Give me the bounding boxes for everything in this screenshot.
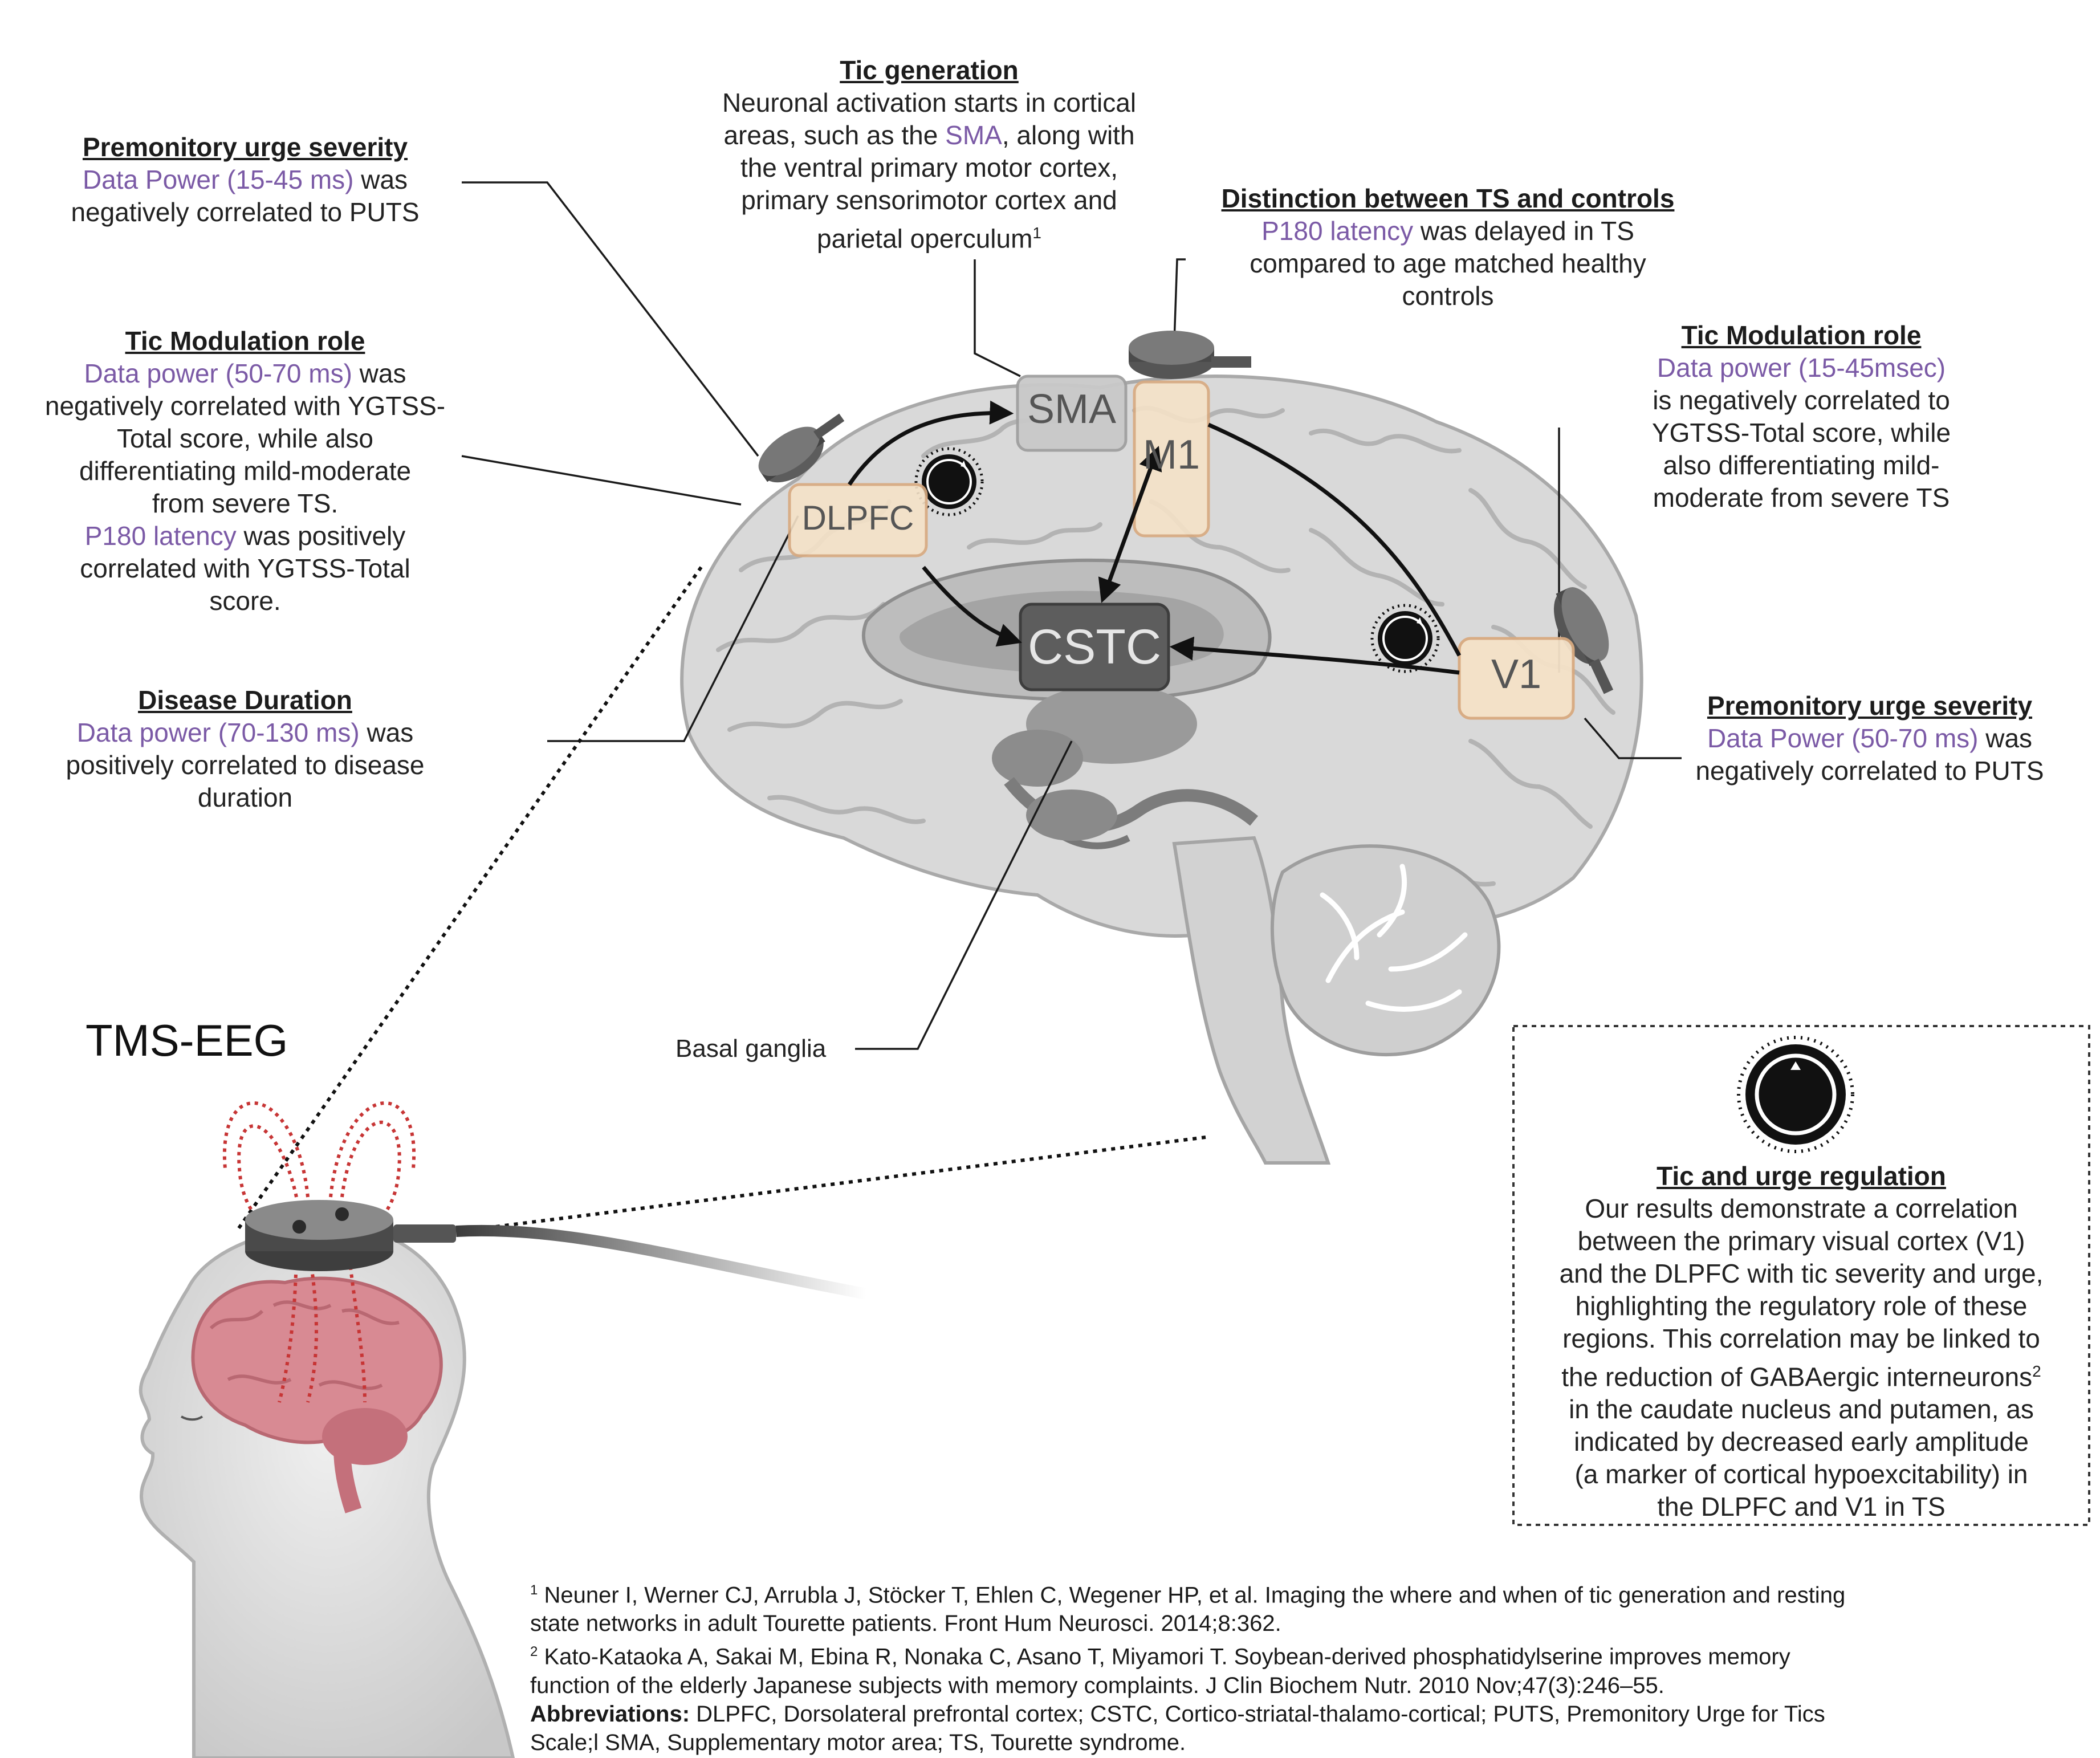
footnote-marker: 2: [530, 1644, 538, 1660]
region-boxes: [788, 375, 1575, 720]
callout-line: Neuronal activation starts in cortical: [722, 88, 1137, 117]
callout-line: and the DLPFC with tic severity and urge…: [1559, 1259, 2044, 1288]
reference-2-cont: function of the elderly Japanese subject…: [530, 1672, 1664, 1698]
abbreviations: Abbreviations: DLPFC, Dorsolateral prefr…: [530, 1700, 2069, 1728]
callout-line: controls: [1402, 281, 1494, 311]
references: 1 Neuner I, Werner CJ, Arrubla J, Stöcke…: [530, 1576, 2069, 1757]
callout-heading: Disease Duration: [138, 685, 352, 715]
callout-highlight: Data Power (50-70 ms): [1707, 723, 1979, 753]
region-label-sma: SMA: [1027, 386, 1117, 432]
callout-line: negatively correlated to PUTS: [1695, 756, 2044, 786]
callout-line: was: [359, 718, 414, 747]
callout-line: the DLPFC and V1 in TS: [1657, 1492, 1946, 1522]
callout-highlight: P180 latency: [84, 521, 237, 551]
callout-line: moderate from severe TS: [1653, 483, 1950, 512]
callout-disease-duration: Disease Duration Data power (70-130 ms) …: [23, 684, 467, 814]
callout-tic-modulation-right: Tic Modulation role Data power (15-45mse…: [1585, 319, 2018, 514]
callout-line: was: [352, 359, 406, 388]
callout-highlight: Data power (50-70 ms): [84, 359, 352, 388]
callout-highlight: Data Power (15-45 ms): [82, 165, 354, 194]
callout-line: negatively correlated with YGTSS-: [44, 391, 446, 421]
callout-line: score.: [209, 586, 281, 616]
callout-distinction: Distinction between TS and controls P180…: [1203, 182, 1693, 312]
callout-heading: Tic and urge regulation: [1657, 1161, 1946, 1191]
callout-highlight: P180 latency: [1261, 216, 1414, 246]
callout-heading: Distinction between TS and controls: [1221, 184, 1675, 213]
callout-heading: Tic Modulation role: [125, 326, 365, 356]
callout-line: positively correlated to disease: [66, 750, 425, 780]
callout-line: highlighting the regulatory role of thes…: [1575, 1291, 2028, 1321]
basal-ganglia-label: Basal ganglia: [675, 1035, 827, 1063]
region-label-cstc: CSTC: [1027, 620, 1162, 674]
abbreviations-text: DLPFC, Dorsolateral prefrontal cortex; C…: [690, 1701, 1825, 1727]
callout-heading: Premonitory urge severity: [1707, 691, 2033, 721]
callout-line: also differentiating mild-: [1663, 450, 1940, 480]
regulation-box-border: [1512, 1025, 2090, 1526]
abbreviations-label: Abbreviations:: [530, 1701, 690, 1727]
callout-line: differentiating mild-moderate: [79, 456, 412, 486]
callout-heading: Tic Modulation role: [1681, 320, 1922, 350]
knob-icon-regulation: [1737, 1036, 1854, 1153]
callout-line: from severe TS.: [152, 489, 339, 518]
callout-highlight: SMA: [945, 120, 1002, 150]
callout-line: was: [1978, 723, 2033, 753]
callout-line: the reduction of GABAergic interneurons: [1561, 1362, 2033, 1392]
region-label-v1: V1: [1491, 652, 1542, 697]
abbreviations-cont: Scale;l SMA, Supplementary motor area; T…: [530, 1729, 1186, 1755]
callout-line: negatively correlated to PUTS: [71, 197, 420, 227]
callout-line: was positively: [236, 521, 406, 551]
callout-highlight: Data power (70-130 ms): [76, 718, 360, 747]
callout-line: YGTSS-Total score, while: [1651, 418, 1951, 447]
callout-line: Total score, while also: [117, 424, 373, 453]
reference-text: Kato-Kataoka A, Sakai M, Ebina R, Nonaka…: [538, 1644, 1790, 1670]
callout-line: in the caudate nucleus and putamen, as: [1569, 1394, 2034, 1425]
footnote-marker: 2: [2032, 1362, 2041, 1380]
callout-tic-generation: Tic generation Neuronal activation start…: [673, 54, 1186, 255]
callout-regulation: Tic and urge regulation Our results demo…: [1516, 1160, 2086, 1523]
callout-line: (a marker of cortical hypoexcitability) …: [1574, 1459, 2028, 1490]
knob-icon-dlpfc: [914, 447, 984, 516]
callout-line: compared to age matched healthy: [1250, 249, 1646, 278]
callout-highlight: Data power (15-45msec): [1657, 353, 1946, 382]
callout-line: was delayed in TS: [1413, 216, 1634, 246]
tms-coil: [222, 1101, 868, 1403]
callout-urge-left: Premonitory urge severity Data Power (15…: [23, 131, 467, 229]
reference-2: 2 Kato-Kataoka A, Sakai M, Ebina R, Nona…: [530, 1638, 2069, 1671]
page-title: TMS-EEG: [86, 1015, 288, 1065]
footnote-marker: 1: [530, 1582, 538, 1598]
connection-arrows: [848, 400, 1462, 675]
callout-line: is negatively correlated to: [1653, 385, 1950, 415]
reference-1-cont: state networks in adult Tourette patient…: [530, 1611, 1281, 1637]
callout-line: areas, such as the: [723, 120, 946, 150]
region-label-m1: M1: [1142, 432, 1200, 478]
callout-line: between the primary visual cortex (V1): [1577, 1226, 2025, 1256]
callout-line: correlated with YGTSS-Total: [80, 554, 410, 583]
projection-lines: [235, 566, 1206, 1233]
reference-1: 1 Neuner I, Werner CJ, Arrubla J, Stöcke…: [530, 1576, 2069, 1609]
head-silhouette: [139, 1223, 515, 1758]
footnote-marker: 1: [1032, 224, 1041, 242]
knob-icon-v1: [1370, 604, 1440, 673]
callout-heading: Premonitory urge severity: [82, 132, 408, 162]
callout-line: was: [353, 165, 408, 194]
callout-line: parietal operculum: [817, 223, 1033, 254]
callout-line: the ventral primary motor cortex,: [740, 153, 1118, 182]
callout-heading: Tic generation: [840, 55, 1019, 85]
callout-urge-right: Premonitory urge severity Data Power (50…: [1653, 690, 2086, 787]
callout-line: regions. This correlation may be linked …: [1562, 1324, 2040, 1353]
callout-line: indicated by decreased early amplitude: [1574, 1427, 2029, 1457]
callout-line: primary sensorimotor cortex and: [741, 185, 1117, 215]
callout-line: Our results demonstrate a correlation: [1585, 1194, 2018, 1223]
reference-text: Neuner I, Werner CJ, Arrubla J, Stöcker …: [538, 1582, 1846, 1608]
region-label-dlpfc: DLPFC: [801, 499, 914, 537]
callout-line: duration: [197, 783, 293, 812]
callout-leaders: [461, 181, 1682, 1050]
callout-tic-modulation-left: Tic Modulation role Data power (50-70 ms…: [17, 325, 473, 617]
callout-line: , along with: [1002, 120, 1135, 150]
